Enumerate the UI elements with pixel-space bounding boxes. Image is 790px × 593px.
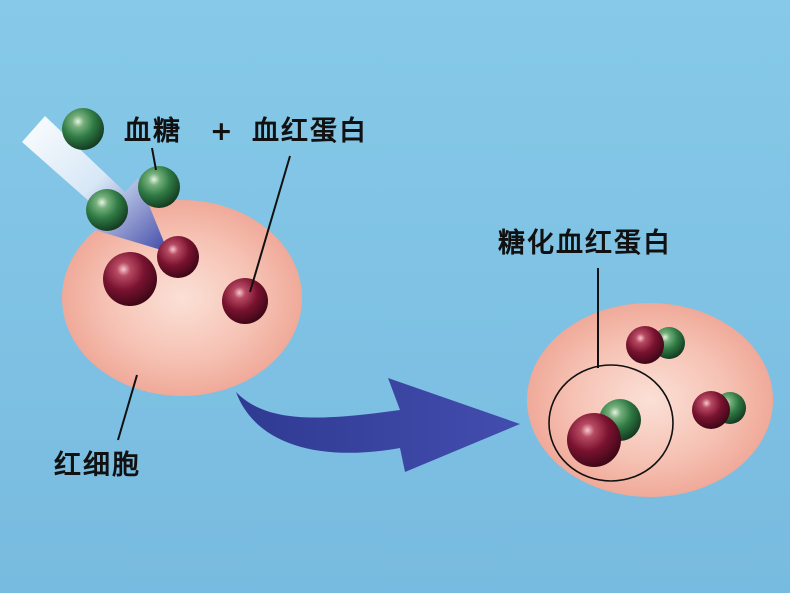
hemoglobin-molecule [567, 413, 621, 467]
glucose-molecule [86, 189, 128, 231]
glucose-molecule [138, 166, 180, 208]
glucose-entry-arrow [22, 116, 168, 252]
hemoglobin-molecule [157, 236, 199, 278]
leader-line-hemoglobin [249, 155, 291, 293]
leader-line-glucose [151, 147, 157, 171]
hemoglobin-molecule [626, 326, 664, 364]
hemoglobin-molecule [692, 391, 730, 429]
hemoglobin-label: 血红蛋白 [252, 116, 368, 147]
plus-sign: + [210, 116, 235, 147]
leader-line-rbc [117, 374, 138, 441]
red-blood-cell-label: 红细胞 [54, 450, 141, 481]
glucose-label: 血糖 [124, 116, 182, 147]
glycated-highlight-ring [548, 364, 674, 482]
hemoglobin-molecule [222, 278, 268, 324]
transition-arrow [236, 378, 520, 472]
glycated-hemoglobin-label: 糖化血红蛋白 [498, 228, 672, 259]
glucose-molecule [62, 108, 104, 150]
hemoglobin-molecule [103, 252, 157, 306]
red-blood-cell-left [62, 200, 302, 396]
